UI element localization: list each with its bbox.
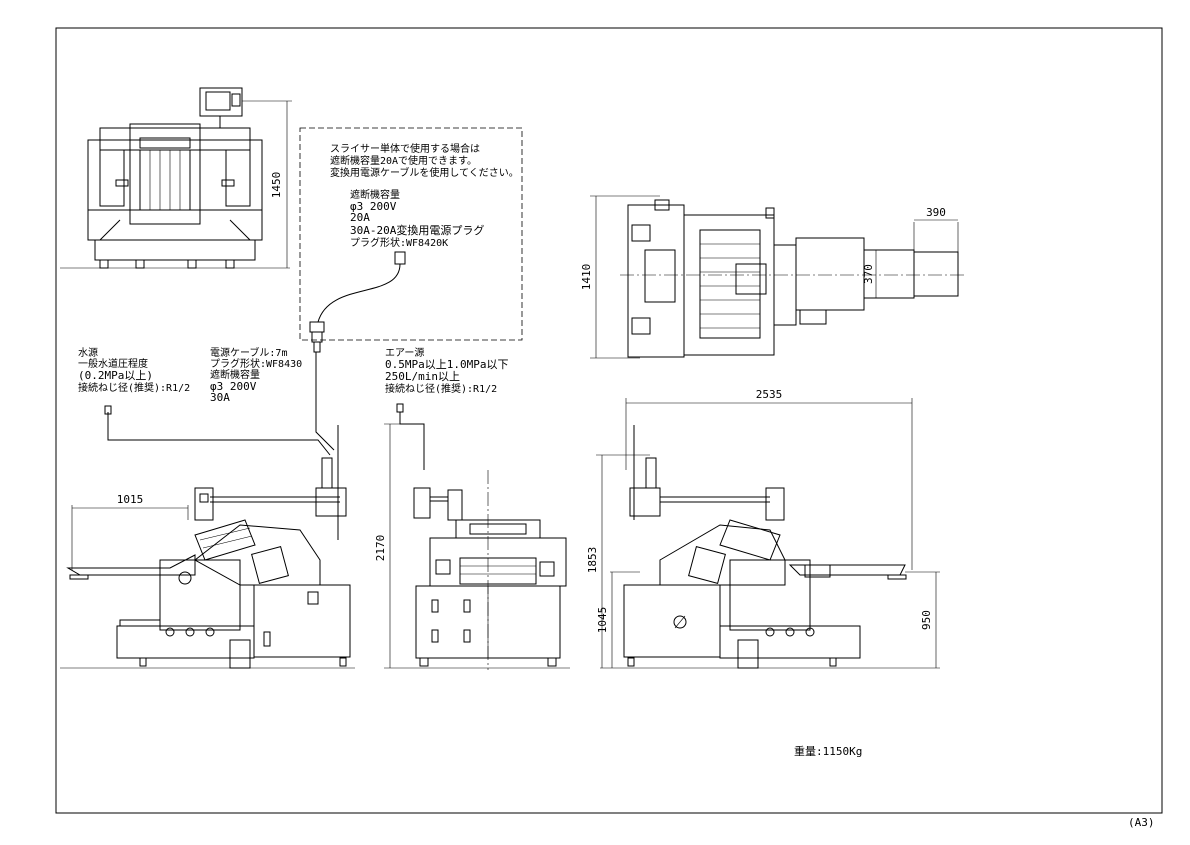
front-view-bottom bbox=[413, 487, 567, 667]
slicer-note-line-3: 変換用電源ケーブルを使用してください。 bbox=[330, 166, 519, 179]
dim-1045: 1045 bbox=[596, 607, 609, 634]
power-breaker-voltage: φ3 200V bbox=[210, 380, 257, 393]
dim-390: 390 bbox=[926, 206, 946, 219]
water-thread: 接続ねじ径(推奨):R1/2 bbox=[78, 381, 190, 394]
dim-950: 950 bbox=[920, 610, 933, 630]
air-label: エアー源 bbox=[385, 346, 424, 359]
power-breaker-label: 遮断機容量 bbox=[210, 368, 260, 381]
water-line bbox=[107, 412, 331, 456]
water-pressure: (0.2MPa以上) bbox=[78, 369, 153, 382]
conversion-plug-drawing bbox=[309, 251, 406, 353]
breaker-20a-voltage: φ3 200V bbox=[350, 200, 397, 213]
conversion-plug-label: 30A-20A変換用電源プラグ bbox=[350, 223, 484, 237]
air-line bbox=[399, 412, 425, 470]
dim-1450: 1450 bbox=[270, 172, 283, 199]
power-breaker-current: 30A bbox=[210, 391, 230, 404]
dim-2170: 2170 bbox=[374, 535, 387, 562]
top-view bbox=[627, 199, 959, 358]
side-view-right bbox=[623, 425, 907, 669]
water-pressure-desc: 一般水道圧程度 bbox=[78, 357, 148, 370]
power-plug-shape: プラグ形状:WF8430 bbox=[210, 357, 302, 370]
weight-label: 重量:1150Kg bbox=[794, 744, 862, 758]
sheet-border bbox=[55, 27, 1163, 814]
dim-2535: 2535 bbox=[756, 388, 783, 401]
air-pressure: 0.5MPa以上1.0MPa以下 bbox=[385, 358, 508, 371]
air-flow: 250L/min以上 bbox=[385, 370, 460, 383]
dim-370: 370 bbox=[862, 264, 875, 284]
sheet-size-label: (A3) bbox=[1128, 816, 1155, 829]
slicer-note-line-2: 遮断機容量20Aで使用できます。 bbox=[330, 154, 477, 167]
breaker-20a-current: 20A bbox=[350, 211, 370, 224]
dim-1410: 1410 bbox=[580, 264, 593, 291]
slicer-note-line-1: スライサー単体で使用する場合は bbox=[330, 142, 480, 155]
breaker-20a-label: 遮断機容量 bbox=[350, 188, 400, 201]
side-view-left bbox=[66, 425, 351, 669]
front-view-top bbox=[87, 87, 263, 269]
water-label: 水源 bbox=[78, 346, 98, 359]
air-thread: 接続ねじ径(推奨):R1/2 bbox=[385, 382, 497, 395]
power-line bbox=[315, 352, 335, 451]
conversion-plug-shape: プラグ形状:WF8420K bbox=[350, 236, 448, 249]
slicer-note-box bbox=[299, 127, 523, 341]
dim-1015: 1015 bbox=[117, 493, 144, 506]
power-cable-label: 電源ケーブル:7m bbox=[210, 346, 287, 359]
dim-1853: 1853 bbox=[586, 547, 599, 574]
